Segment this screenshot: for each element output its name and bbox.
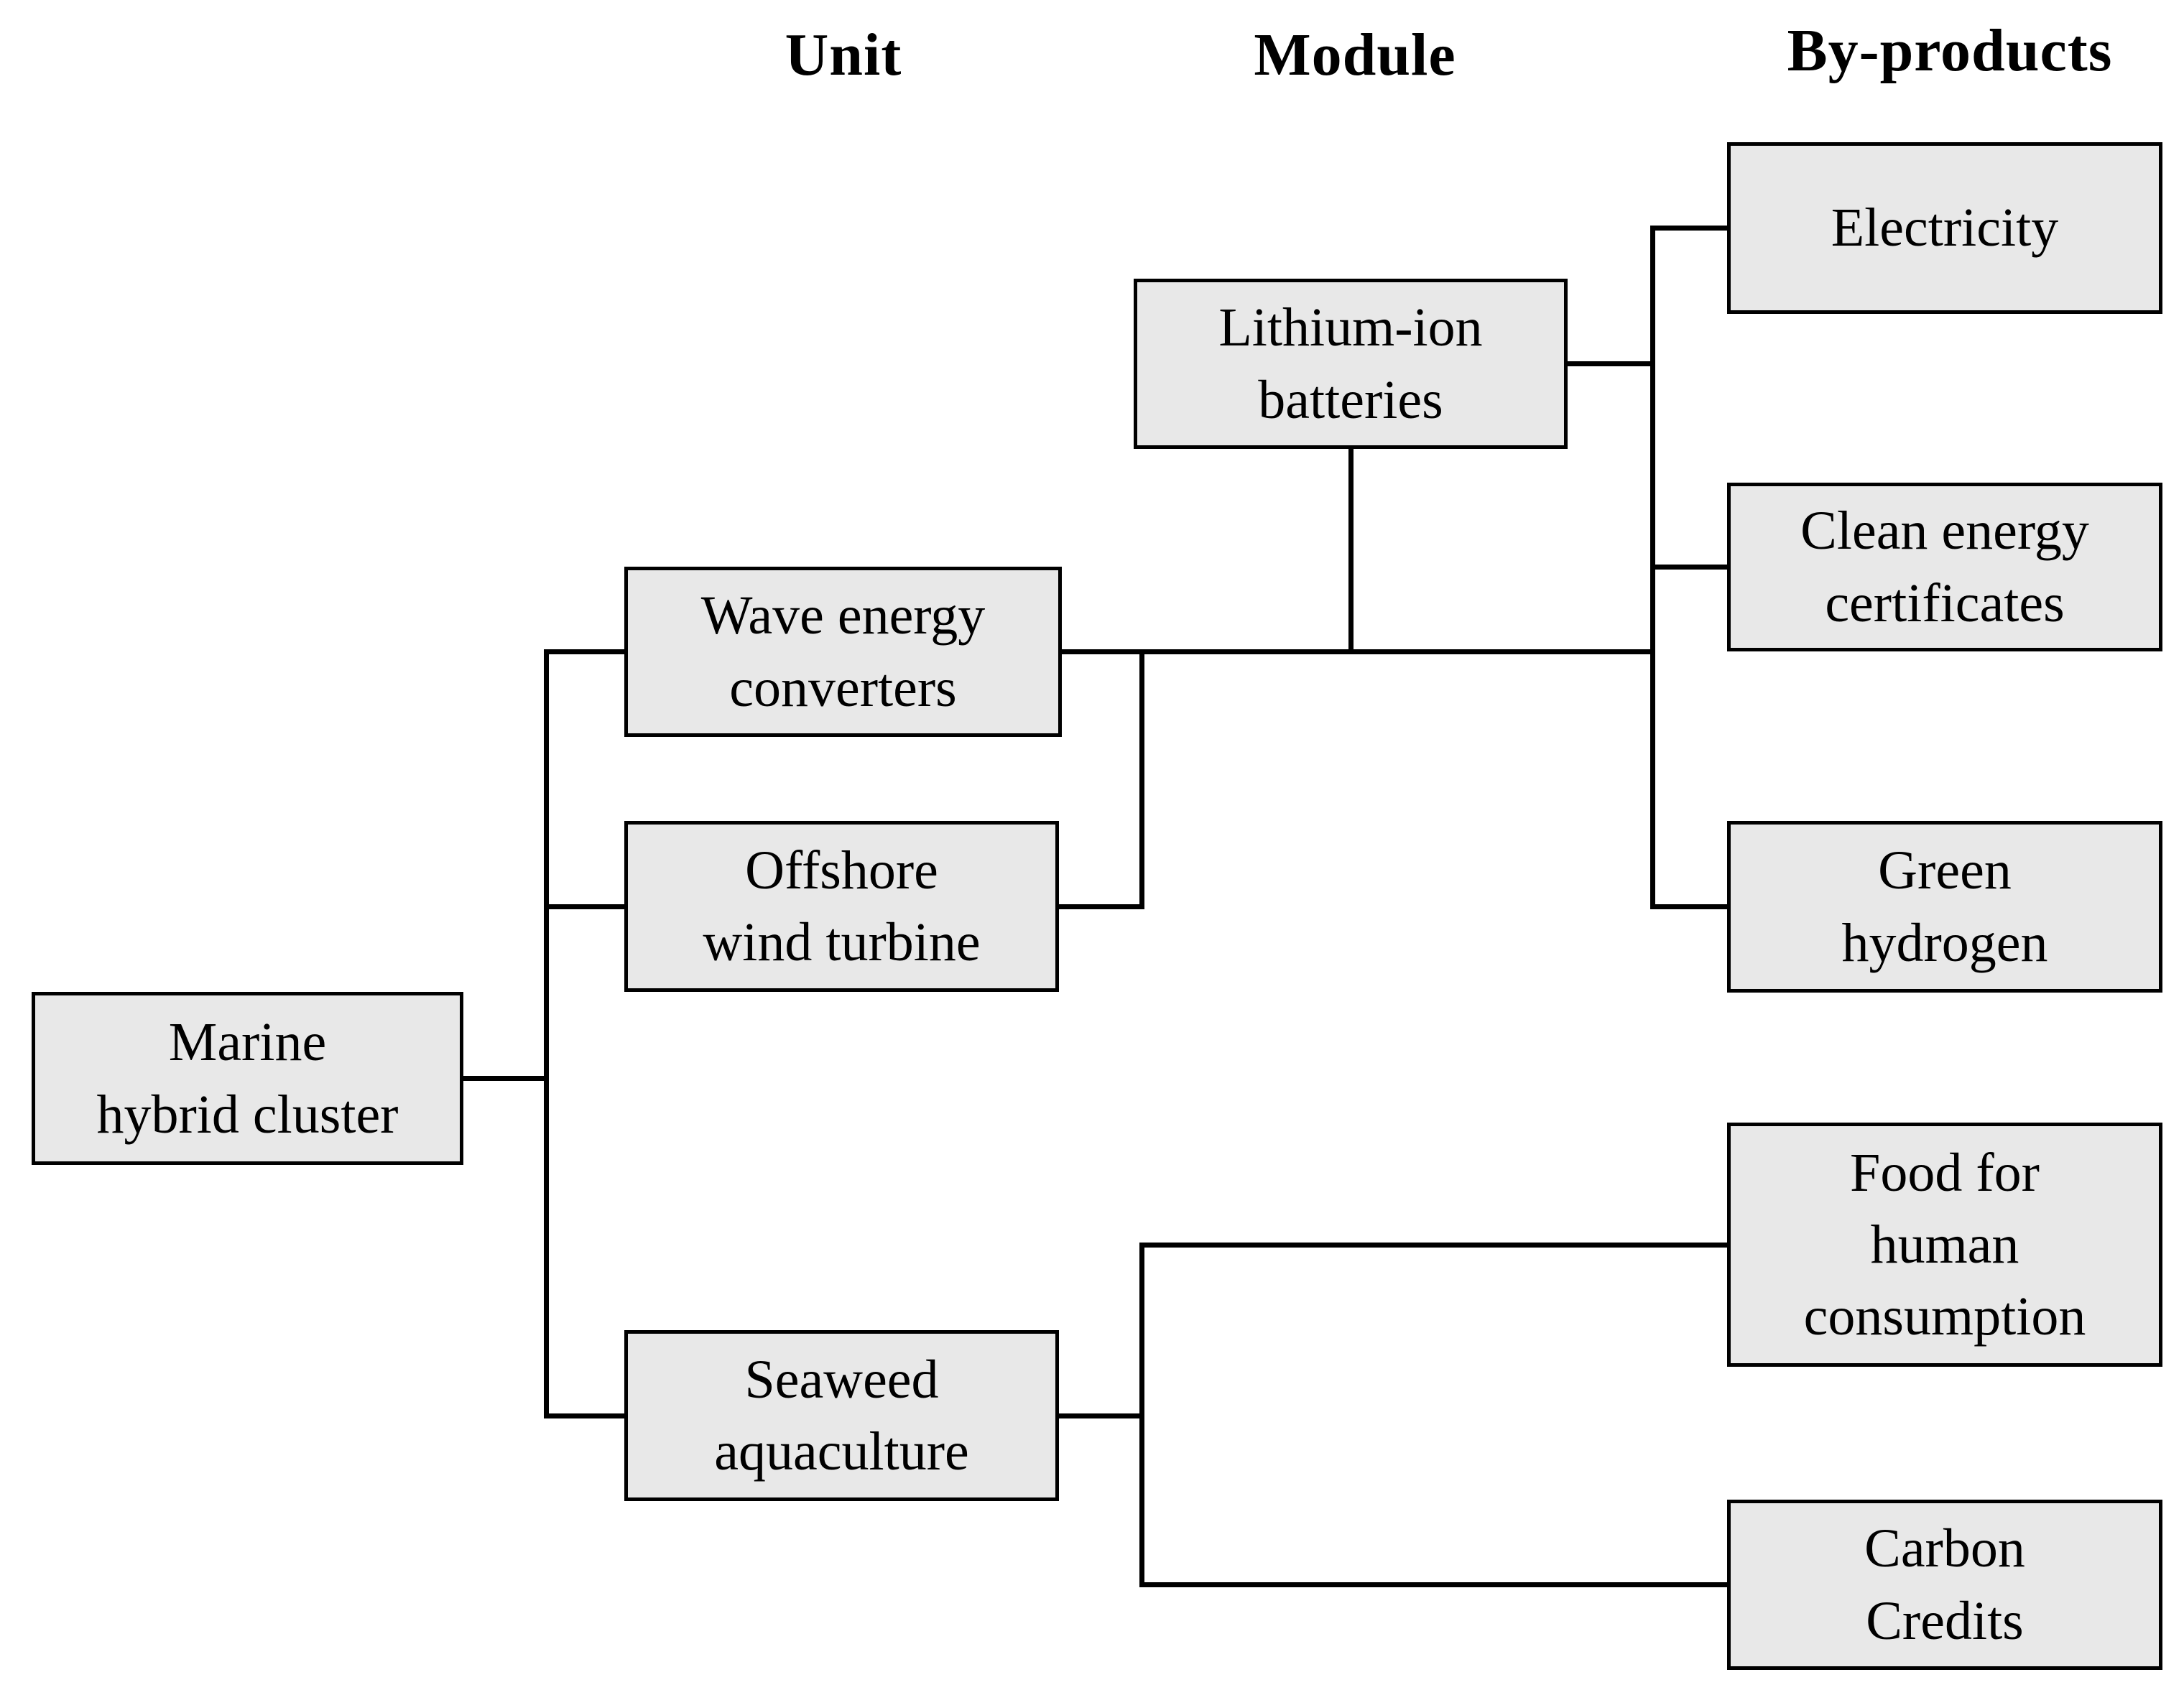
node-seaweed-aquaculture: Seaweed aquaculture (624, 1330, 1059, 1501)
connector-battery-down (1348, 449, 1354, 654)
connector-trunk-to-offshore (549, 904, 624, 909)
connector-marine-to-trunk (463, 1076, 549, 1081)
connector-seaweed-join-vertical (1139, 1243, 1144, 1587)
node-clean-energy-certificates: Clean energy certificates (1727, 483, 2162, 651)
node-label-electricity: Electricity (1831, 198, 2059, 259)
node-label-offshore: Offshore wind turbine (703, 840, 981, 972)
node-green-hydrogen: Green hydrogen (1727, 821, 2162, 993)
node-label-certificates: Clean energy certificates (1800, 501, 2089, 633)
node-electricity: Electricity (1727, 142, 2162, 314)
column-header-byproducts: By-products (1787, 17, 2113, 84)
column-header-module: Module (1254, 22, 1456, 88)
node-label-battery: Lithium-ion batteries (1218, 297, 1483, 430)
connector-to-electricity (1650, 226, 1727, 231)
node-label-seaweed: Seaweed aquaculture (714, 1349, 969, 1482)
connector-trunk-vertical (544, 649, 549, 1418)
node-wave-energy-converters: Wave energy converters (624, 567, 1062, 737)
column-header-unit: Unit (785, 22, 902, 88)
node-label-food: Food for human consumption (1803, 1142, 2086, 1347)
node-food-for-human-consumption: Food for human consumption (1727, 1123, 2162, 1367)
node-marine-hybrid-cluster: Marine hybrid cluster (32, 992, 463, 1165)
connector-to-carbon (1139, 1582, 1728, 1587)
connector-offshore-right (1059, 904, 1144, 909)
connector-to-certificates (1650, 565, 1727, 570)
connector-unit-join-vertical (1139, 649, 1144, 909)
connector-trunk-to-wave (549, 649, 624, 654)
connector-wave-to-byproducts (1062, 649, 1655, 654)
connector-trunk-to-seaweed (549, 1413, 624, 1418)
node-label-wave: Wave energy converters (700, 585, 986, 718)
node-label-hydrogen: Green hydrogen (1841, 840, 2048, 973)
node-label-marine: Marine hybrid cluster (96, 1012, 399, 1145)
connector-to-food (1139, 1243, 1727, 1248)
connector-battery-right (1568, 361, 1655, 366)
connector-seaweed-right (1059, 1413, 1144, 1418)
node-offshore-wind-turbine: Offshore wind turbine (624, 821, 1059, 992)
node-label-carbon: Carbon Credits (1864, 1518, 2025, 1651)
connector-to-hydrogen (1650, 904, 1727, 909)
node-lithium-ion-batteries: Lithium-ion batteries (1134, 279, 1568, 449)
node-carbon-credits: Carbon Credits (1727, 1500, 2162, 1670)
